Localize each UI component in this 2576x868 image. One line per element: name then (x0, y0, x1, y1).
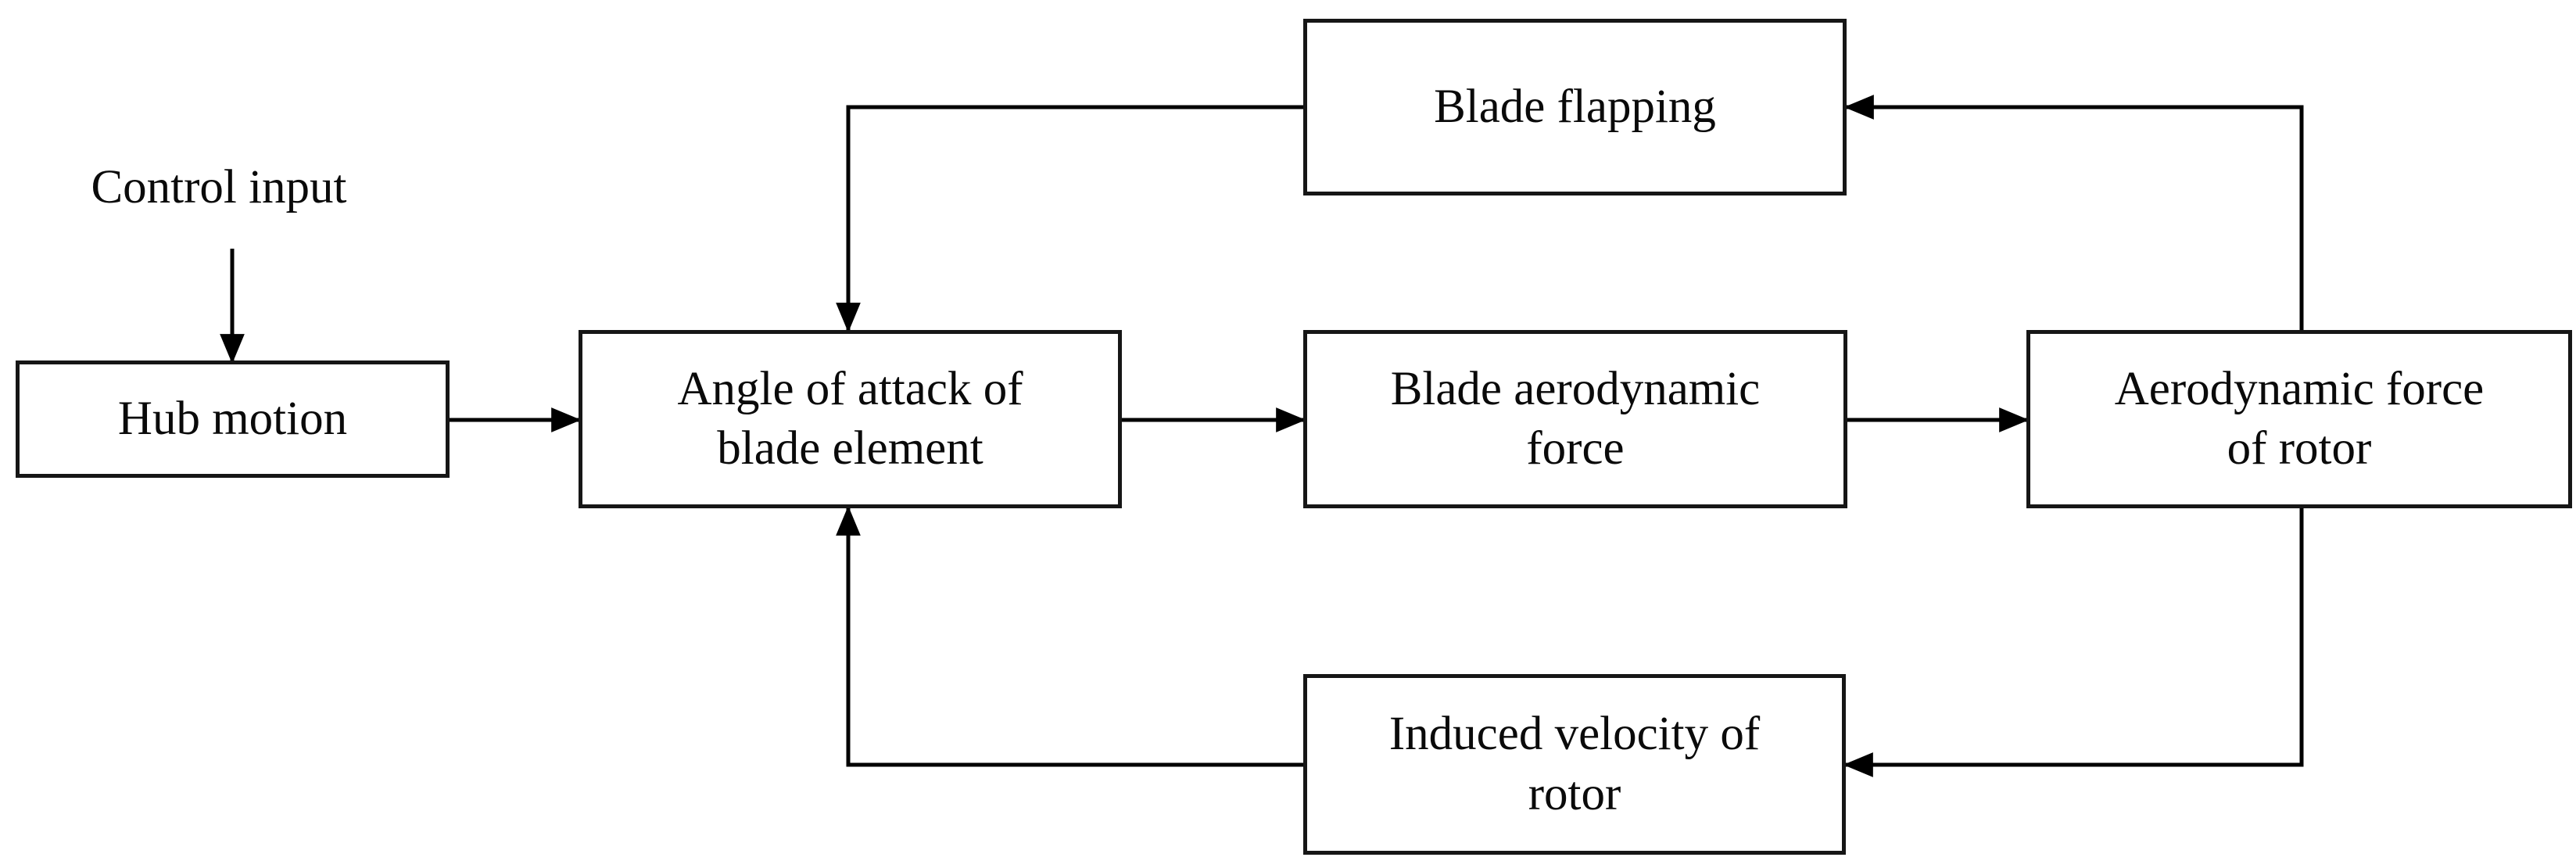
node-aerodynamic-force-of-rotor-label: Aerodynamic force of rotor (2114, 362, 2485, 475)
edge-aerodynamic-force-of-rotor-to-induced-velocity (1843, 508, 2304, 777)
node-blade-flapping: Blade flapping (1303, 19, 1847, 195)
node-induced-velocity-of-rotor: Induced velocity of rotor (1303, 674, 1846, 855)
node-hub-motion: Hub motion (16, 360, 450, 478)
node-blade-aerodynamic-force: Blade aerodynamic force (1303, 330, 1847, 508)
node-induced-velocity-of-rotor-label: Induced velocity of rotor (1388, 708, 1761, 820)
node-angle-of-attack: Angle of attack of blade element (579, 330, 1122, 508)
node-angle-of-attack-label: Angle of attack of blade element (677, 362, 1023, 475)
edge-induced-velocity-to-angle-of-attack (836, 505, 1303, 767)
edge-aerodynamic-force-of-rotor-to-blade-flapping (1843, 95, 2304, 330)
node-blade-aerodynamic-force-label: Blade aerodynamic force (1390, 362, 1761, 475)
node-blade-flapping-label: Blade flapping (1434, 80, 1716, 133)
node-hub-motion-label: Hub motion (117, 392, 348, 445)
edge-blade-flapping-to-angle-of-attack (836, 105, 1303, 333)
node-aerodynamic-force-of-rotor: Aerodynamic force of rotor (2026, 330, 2572, 508)
control-input-label: Control input (91, 161, 347, 213)
